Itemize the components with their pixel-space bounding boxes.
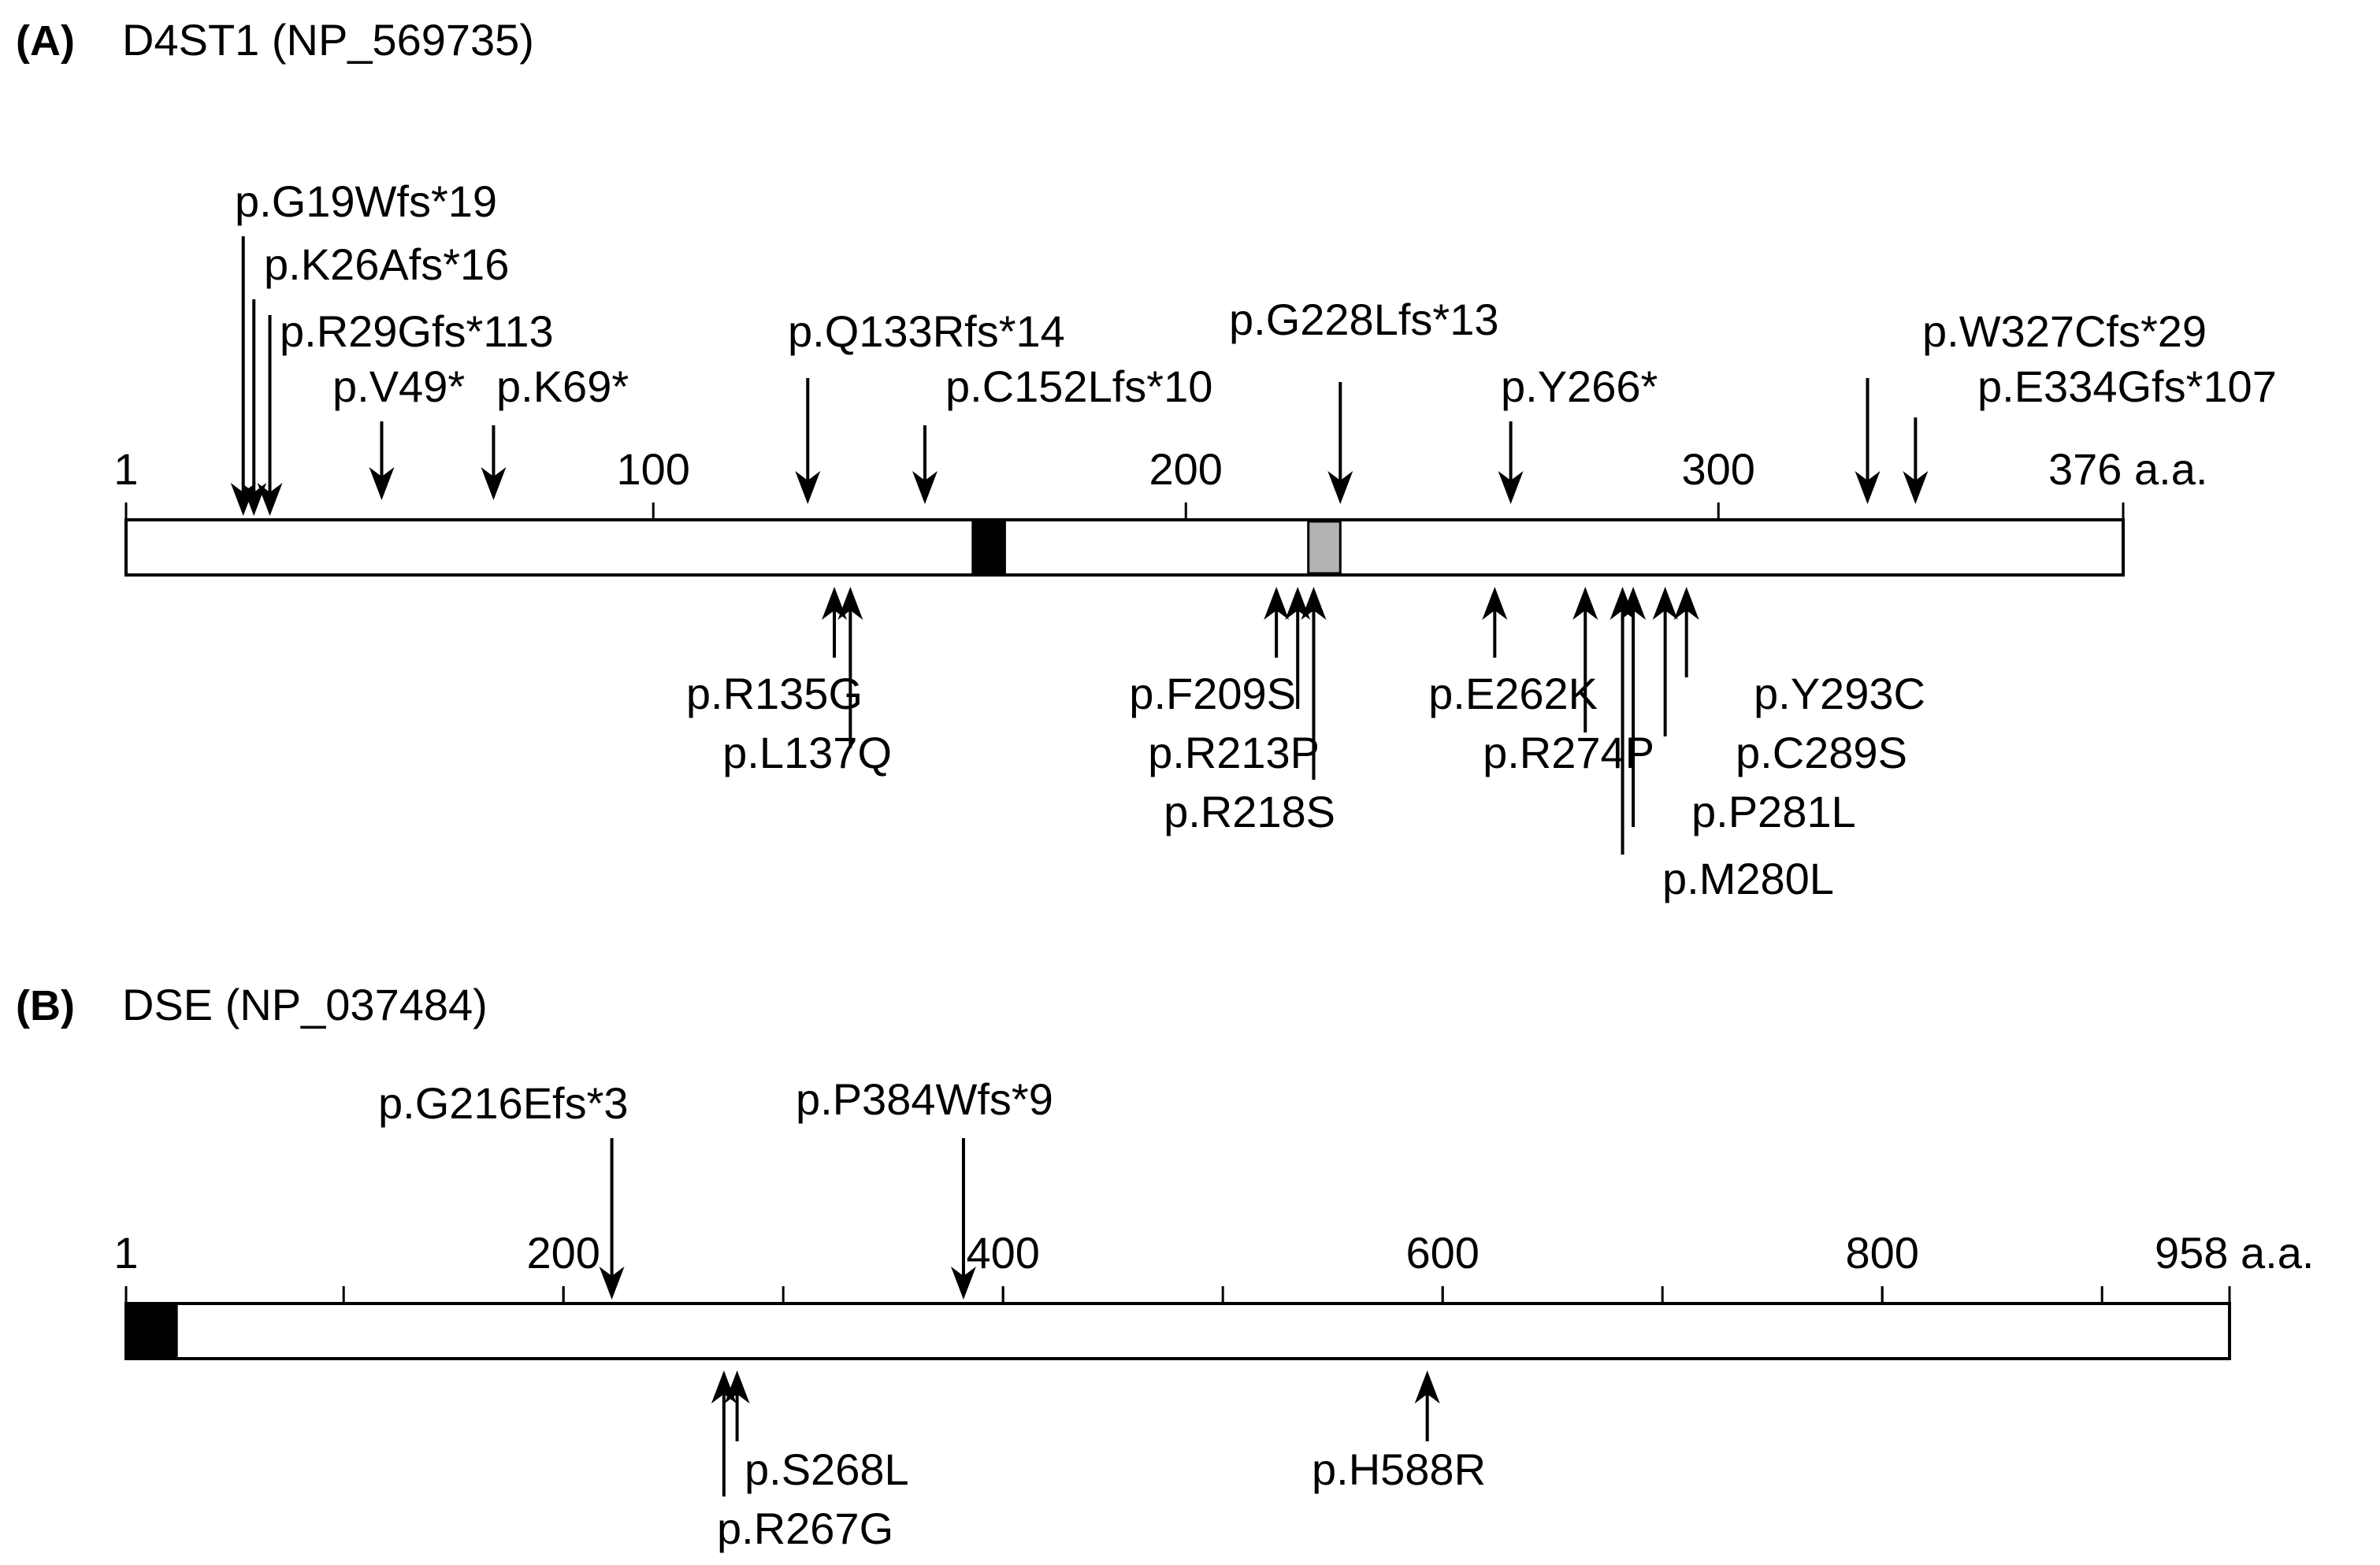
axis-tick-label: 100	[617, 444, 690, 494]
mutation-label: p.L137Q	[722, 728, 892, 777]
panel-a-mutations-above: p.G19Wfs*19 p.K26Afs*16 p.R29Gfs*113 p.V…	[230, 176, 2277, 516]
arrow-head	[257, 483, 283, 516]
mutation-label: p.F209S	[1129, 669, 1296, 718]
panel-b-title: DSE (NP_037484)	[122, 980, 488, 1029]
arrow-head	[1673, 587, 1699, 620]
panel-a-d4st1: (A) D4ST1 (NP_569735) 1 100 200 300 376 a.a.…	[16, 15, 2277, 903]
mutation-label: p.R29Gfs*113	[280, 306, 554, 356]
arrow-head	[241, 483, 267, 516]
panel-b-mutations-below: p.R267G p.S268L p.H588R	[711, 1370, 1486, 1553]
domain-box	[971, 520, 1006, 575]
arrow-head	[950, 1266, 976, 1300]
panel-b-mutations-above: p.G216Efs*3 p.P384Wfs*9	[378, 1074, 1053, 1300]
mutation-label: p.R274P	[1483, 728, 1654, 777]
arrow-head	[1264, 587, 1290, 620]
arrow-head	[369, 467, 395, 500]
axis-tick-label: 800	[1845, 1228, 1918, 1278]
arrow-head	[1652, 587, 1678, 620]
mutation-label: p.R213P	[1148, 728, 1320, 777]
mutation-label: p.G216Efs*3	[378, 1078, 629, 1128]
mutation-label: p.R135G	[686, 669, 863, 718]
panel-a-domains	[971, 520, 1342, 575]
panel-a-letter: (A)	[16, 17, 75, 65]
axis-tick-label: 400	[966, 1228, 1039, 1278]
mutation-label: p.E334Gfs*107	[1977, 362, 2277, 411]
arrow-head	[837, 587, 863, 620]
mutation-label: p.E262K	[1428, 669, 1598, 718]
arrow-head	[481, 467, 507, 500]
arrow-head	[795, 471, 821, 504]
axis-tick-label: 600	[1405, 1228, 1479, 1278]
arrow-head	[1621, 587, 1647, 620]
mutation-label: p.K69*	[496, 362, 629, 411]
mutation-label: p.H588R	[1312, 1444, 1486, 1494]
panel-b-dse: (B) DSE (NP_037484) 1 200 400 600 800 958 a.a…	[16, 980, 2314, 1553]
panel-a-axis-ticks: 1 100 200 300 376 a.a.	[113, 444, 2207, 520]
mutation-label: p.P384Wfs*9	[796, 1074, 1053, 1124]
arrow-head	[1301, 587, 1327, 620]
axis-tick-label: 300	[1682, 444, 1755, 494]
arrow-head	[1285, 587, 1311, 620]
mutation-label: p.M280L	[1662, 854, 1834, 903]
arrow-head	[1482, 587, 1508, 620]
mutation-label: p.G228Lfs*13	[1229, 295, 1498, 344]
panel-b-domains	[124, 1304, 178, 1359]
mutation-label: p.G19Wfs*19	[235, 176, 497, 226]
mutation-label: p.Y293C	[1754, 669, 1925, 718]
axis-tick-label: 376 a.a.	[2048, 444, 2207, 494]
mutation-label: p.W327Cfs*29	[1922, 306, 2207, 356]
mutation-label: p.C152Lfs*10	[945, 362, 1212, 411]
panel-a-mutations-below: p.R135G p.L137Q p.F209S p.R213P p.R218S …	[686, 587, 1925, 903]
mutation-label: p.Q133Rfs*14	[788, 306, 1065, 356]
panel-b-letter: (B)	[16, 982, 75, 1029]
panel-a-protein-bar	[124, 518, 2125, 577]
mutation-label: p.S268L	[744, 1444, 909, 1494]
axis-tick-label: 958 a.a.	[2155, 1228, 2314, 1278]
arrow-head	[1414, 1370, 1440, 1404]
domain-box	[124, 1304, 178, 1359]
axis-tick-label: 200	[1149, 444, 1223, 494]
panel-b-protein-bar	[124, 1302, 2231, 1360]
mutation-label: p.R218S	[1164, 787, 1335, 836]
panel-b-axis-ticks: 1 200 400 600 800 958 a.a.	[113, 1228, 2314, 1304]
axis-tick-label: 200	[526, 1228, 600, 1278]
mutation-label: p.C289S	[1736, 728, 1907, 777]
mutation-label: p.K26Afs*16	[264, 239, 509, 289]
arrow-head	[1572, 587, 1598, 620]
arrow-head	[822, 587, 848, 620]
panel-a-title: D4ST1 (NP_569735)	[122, 15, 534, 65]
arrow-head	[1903, 471, 1929, 504]
axis-tick-label: 1	[113, 1228, 138, 1278]
arrow-head	[912, 471, 938, 504]
domain-box	[1307, 520, 1342, 575]
arrow-head	[1855, 471, 1881, 504]
mutation-label: p.Y266*	[1501, 362, 1658, 411]
arrow-head	[599, 1266, 625, 1300]
arrow-head	[1498, 471, 1524, 504]
arrow-head	[1327, 471, 1353, 504]
mutation-label: p.V49*	[332, 362, 465, 411]
arrow-head	[724, 1370, 750, 1404]
axis-tick-label: 1	[113, 444, 138, 494]
mutation-label: p.R267G	[717, 1504, 893, 1553]
mutation-label: p.P281L	[1691, 787, 1856, 836]
